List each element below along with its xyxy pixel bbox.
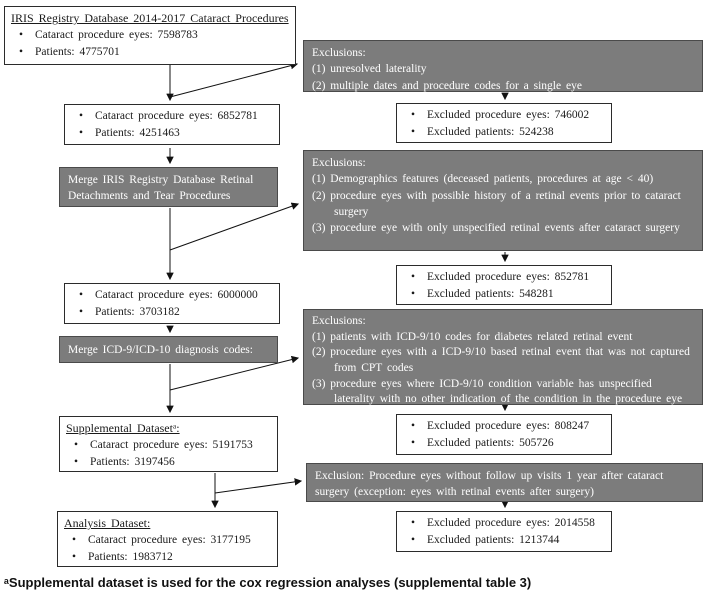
excluded-patients-count: Excluded patients: 1213744 [403,532,605,549]
merge-icd-codes-label: Merge ICD-9/ICD-10 diagnosis codes: [68,344,253,356]
source-eyes-count: Cataract procedure eyes: 7598783 [11,27,289,44]
exclusions-2-item: (3) procedure eye with only unspecified … [312,222,680,235]
merge-retinal-procedures-box: Merge IRIS Registry Database Retinal Det… [59,167,278,207]
footnote-supplemental-dataset: ᵃSupplemental dataset is used for the co… [4,575,532,590]
analysis-dataset-title: Analysis Dataset: [64,516,151,530]
supplemental-patients-count: Patients: 3197456 [66,454,271,471]
exclusion-followup-label: Exclusion: Procedure eyes without follow… [315,470,664,499]
exclusions-3-item: (2) procedure eyes with a ICD-9/10 based… [312,346,690,374]
exclusions-3-item: (1) patients with ICD-9/10 codes for dia… [312,330,633,343]
excluded-counts-box-3: Excluded procedure eyes: 808247 Excluded… [396,414,612,455]
step3-eyes-count: Cataract procedure eyes: 6000000 [71,287,273,304]
excluded-eyes-count: Excluded procedure eyes: 2014558 [403,515,605,532]
exclusions-box-2: Exclusions: (1) Demographics features (d… [303,150,703,251]
excluded-eyes-count: Excluded procedure eyes: 746002 [403,107,605,124]
merge-retinal-procedures-label: Merge IRIS Registry Database Retinal Det… [68,174,254,203]
merge-icd-codes-box: Merge ICD-9/ICD-10 diagnosis codes: [59,336,278,363]
excluded-counts-box-4: Excluded procedure eyes: 2014558 Exclude… [396,511,612,552]
analysis-patients-count: Patients: 1983712 [64,549,271,566]
excluded-counts-box-2: Excluded procedure eyes: 852781 Excluded… [396,265,612,305]
exclusions-box-3: Exclusions: (1) patients with ICD-9/10 c… [303,309,703,405]
analysis-eyes-count: Cataract procedure eyes: 3177195 [64,532,271,549]
step3-counts-box: Cataract procedure eyes: 6000000 Patient… [64,283,280,325]
exclusions-3-item: (3) procedure eyes where ICD-9/10 condit… [312,377,683,406]
excluded-counts-box-1: Excluded procedure eyes: 746002 Excluded… [396,103,612,143]
exclusions-1-item: (2) multiple dates and procedure codes f… [312,79,582,92]
exclusions-1-item: (1) unresolved laterality [312,63,427,76]
analysis-dataset-box: Analysis Dataset: Cataract procedure eye… [57,511,278,567]
exclusions-1-heading: Exclusions: [312,47,366,59]
exclusions-2-item: (2) procedure eyes with possible history… [312,189,681,218]
step2-counts-box: Cataract procedure eyes: 6852781 Patient… [64,104,280,146]
excluded-patients-count: Excluded patients: 505726 [403,435,605,452]
step2-patients-count: Patients: 4251463 [71,125,273,142]
supplemental-eyes-count: Cataract procedure eyes: 5191753 [66,437,271,454]
excluded-patients-count: Excluded patients: 524238 [403,124,605,141]
exclusions-box-1: Exclusions: (1) unresolved laterality (2… [303,40,703,92]
exclusions-3-heading: Exclusions: [312,315,366,327]
excluded-eyes-count: Excluded procedure eyes: 808247 [403,418,605,435]
source-patients-count: Patients: 4775701 [11,44,289,61]
step2-eyes-count: Cataract procedure eyes: 6852781 [71,108,273,125]
exclusion-followup-box: Exclusion: Procedure eyes without follow… [306,463,703,502]
excluded-eyes-count: Excluded procedure eyes: 852781 [403,269,605,286]
supplemental-dataset-box: Supplemental Datasetᵃ: Cataract procedur… [59,416,278,472]
excluded-patients-count: Excluded patients: 548281 [403,286,605,303]
exclusions-2-heading: Exclusions: [312,157,366,169]
supplemental-dataset-title: Supplemental Datasetᵃ: [66,421,180,435]
source-dataset-box: IRIS Registry Database 2014-2017 Catarac… [4,6,296,65]
source-dataset-title: IRIS Registry Database 2014-2017 Catarac… [11,11,289,25]
exclusions-2-item: (1) Demographics features (deceased pati… [312,173,654,186]
step3-patients-count: Patients: 3703182 [71,304,273,321]
